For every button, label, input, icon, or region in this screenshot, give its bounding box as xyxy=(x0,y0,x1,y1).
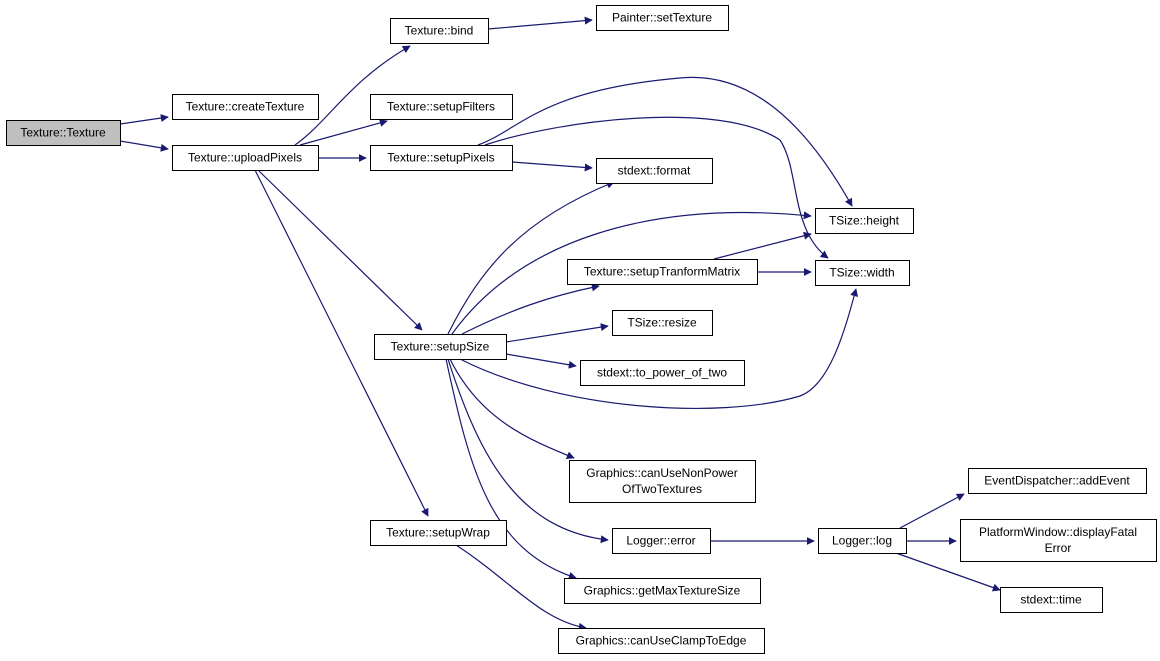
node-setup-size[interactable]: Texture::setupSize xyxy=(374,334,507,360)
edge-upload-pixels-to-setup-size xyxy=(257,169,423,331)
edge-setup-pixels-to-stdext-format xyxy=(511,161,593,172)
edges xyxy=(119,16,1001,631)
node-setup-filters[interactable]: Texture::setupFilters xyxy=(370,94,513,120)
edge-bind-to-painter-set-texture xyxy=(487,16,593,30)
edge-setup-size-to-tsize-height xyxy=(451,211,812,335)
node-box xyxy=(564,578,761,604)
node-label: Texture::createTexture xyxy=(186,100,305,114)
edge-setup-wrap-to-can-use-clamp xyxy=(455,544,587,631)
node-label: TSize::resize xyxy=(627,316,697,330)
node-label: Graphics::canUseNonPower xyxy=(586,466,737,480)
edge-setup-size-to-get-max-texture-size xyxy=(445,358,577,580)
node-label: TSize::height xyxy=(829,214,900,228)
node-label: Texture::setupTranformMatrix xyxy=(584,265,740,279)
edge-upload-pixels-to-setup-filters xyxy=(299,119,388,146)
node-setup-transform[interactable]: Texture::setupTranformMatrix xyxy=(567,259,758,285)
node-box xyxy=(370,94,513,120)
node-box xyxy=(567,259,758,285)
node-to-power-of-two[interactable]: stdext::to_power_of_two xyxy=(580,360,745,386)
node-box xyxy=(596,5,729,31)
node-label: Logger::error xyxy=(626,534,695,548)
nodes: Texture::TextureTexture::createTextureTe… xyxy=(6,5,1157,654)
edge-setup-transform-to-tsize-height xyxy=(713,231,812,260)
edge-setup-size-to-to-power-of-two xyxy=(505,353,577,369)
node-add-event[interactable]: EventDispatcher::addEvent xyxy=(968,468,1147,494)
node-box xyxy=(960,519,1157,562)
node-box xyxy=(374,334,507,360)
edge-setup-size-to-logger-error xyxy=(447,358,609,544)
node-box xyxy=(580,360,745,386)
node-setup-wrap[interactable]: Texture::setupWrap xyxy=(370,520,507,546)
node-upload-pixels[interactable]: Texture::uploadPixels xyxy=(172,145,319,171)
node-label: TSize::width xyxy=(829,266,894,280)
node-label: PlatformWindow::displayFatal xyxy=(979,525,1137,539)
node-label: Texture::bind xyxy=(405,24,474,38)
node-tsize-resize[interactable]: TSize::resize xyxy=(612,310,713,336)
edge-logger-log-to-add-event xyxy=(899,493,965,529)
edge-setup-size-to-tsize-resize xyxy=(505,323,609,343)
node-stdext-format[interactable]: stdext::format xyxy=(596,158,713,184)
node-box xyxy=(370,520,507,546)
node-box xyxy=(390,18,489,44)
node-setup-pixels[interactable]: Texture::setupPixels xyxy=(370,145,513,171)
edge-setup-pixels-to-tsize-height xyxy=(477,76,853,207)
node-label: Texture::Texture xyxy=(20,126,106,140)
edge-setup-size-to-tsize-width xyxy=(459,288,858,409)
node-box xyxy=(968,468,1147,494)
edge-upload-pixels-to-bind xyxy=(294,45,411,146)
node-label: Logger::log xyxy=(832,534,892,548)
node-logger-log[interactable]: Logger::log xyxy=(818,528,907,554)
node-label: Error xyxy=(1045,541,1072,555)
node-box xyxy=(558,628,765,654)
node-box xyxy=(818,528,907,554)
node-can-use-clamp[interactable]: Graphics::canUseClampToEdge xyxy=(558,628,765,654)
node-label: Graphics::canUseClampToEdge xyxy=(576,634,747,648)
edge-setup-size-to-stdext-format xyxy=(447,180,615,335)
edge-setup-size-to-can-use-npot xyxy=(449,358,575,459)
node-box xyxy=(1000,587,1103,613)
node-tsize-width[interactable]: TSize::width xyxy=(815,260,910,286)
node-box xyxy=(569,460,756,503)
node-label: stdext::time xyxy=(1020,593,1082,607)
node-painter-set-texture[interactable]: Painter::setTexture xyxy=(596,5,729,31)
edge-setup-pixels-to-tsize-width xyxy=(484,116,829,259)
node-create-texture[interactable]: Texture::createTexture xyxy=(172,94,319,120)
edge-texture-ctor-to-upload-pixels xyxy=(119,140,169,152)
node-box xyxy=(172,94,319,120)
node-stdext-time[interactable]: stdext::time xyxy=(1000,587,1103,613)
node-box xyxy=(612,310,713,336)
node-texture-ctor[interactable]: Texture::Texture xyxy=(6,120,121,146)
node-box xyxy=(172,145,319,171)
node-label: EventDispatcher::addEvent xyxy=(984,474,1130,488)
node-label: Texture::uploadPixels xyxy=(188,151,302,165)
node-label: OfTwoTextures xyxy=(622,482,702,496)
node-label: Texture::setupWrap xyxy=(386,526,490,540)
node-box xyxy=(6,120,121,146)
node-box xyxy=(815,260,910,286)
node-label: Texture::setupFilters xyxy=(387,100,495,114)
node-bind[interactable]: Texture::bind xyxy=(390,18,489,44)
node-tsize-height[interactable]: TSize::height xyxy=(815,208,914,234)
edge-logger-log-to-stdext-time xyxy=(895,552,1001,592)
node-logger-error[interactable]: Logger::error xyxy=(612,528,711,554)
node-label: Painter::setTexture xyxy=(612,11,712,25)
node-label: Texture::setupSize xyxy=(391,340,490,354)
node-label: stdext::to_power_of_two xyxy=(597,366,727,380)
node-box xyxy=(370,145,513,171)
edge-setup-size-to-setup-transform xyxy=(461,283,600,335)
node-label: Graphics::getMaxTextureSize xyxy=(584,584,741,598)
node-box xyxy=(612,528,711,554)
node-label: Texture::setupPixels xyxy=(387,151,494,165)
edge-texture-ctor-to-create-texture xyxy=(119,114,169,125)
edge-upload-pixels-to-setup-wrap xyxy=(254,169,429,517)
node-box xyxy=(815,208,914,234)
node-box xyxy=(596,158,713,184)
node-label: stdext::format xyxy=(618,164,691,178)
node-get-max-texture-size[interactable]: Graphics::getMaxTextureSize xyxy=(564,578,761,604)
